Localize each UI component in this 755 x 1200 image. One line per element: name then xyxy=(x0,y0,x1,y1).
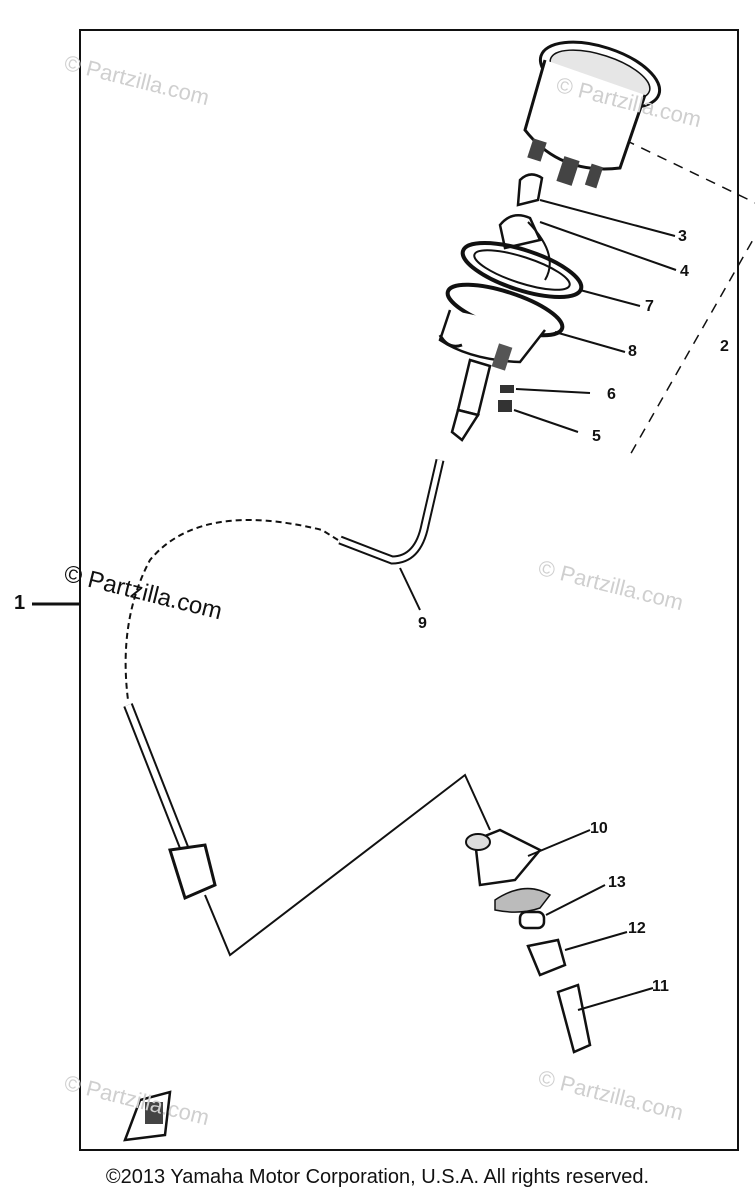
callout-2: 2 xyxy=(720,338,729,355)
callout-13: 13 xyxy=(608,874,626,891)
copyright-notice: ©2013 Yamaha Motor Corporation, U.S.A. A… xyxy=(105,1166,650,1188)
callout-10: 10 xyxy=(590,820,608,837)
callout-7: 7 xyxy=(645,298,654,315)
callout-1: 1 xyxy=(14,592,26,614)
bushing-part-12 xyxy=(526,931,628,977)
ring-part-7 xyxy=(460,241,641,307)
callout-12: 12 xyxy=(628,920,646,937)
cable-part-9 xyxy=(124,458,445,701)
callout-5: 5 xyxy=(592,428,601,445)
case-part-8 xyxy=(438,282,626,364)
frame-border xyxy=(79,29,739,1151)
speedometer-head xyxy=(523,40,662,189)
nut-part-5 xyxy=(498,400,579,433)
drive-fitting xyxy=(450,343,513,442)
socket-part-4 xyxy=(498,213,677,281)
callout-4: 4 xyxy=(680,263,689,280)
callout-6: 6 xyxy=(607,386,616,403)
callout-8: 8 xyxy=(628,343,637,360)
gear-part-13 xyxy=(494,884,606,930)
callout-9: 9 xyxy=(418,615,427,632)
callout-3: 3 xyxy=(678,228,687,245)
nut-part-6 xyxy=(500,385,591,394)
gear-shaft-part-11 xyxy=(556,983,654,1054)
lower-cable xyxy=(123,703,491,957)
bracket-2 xyxy=(624,139,755,456)
bulb-part-3 xyxy=(516,173,676,237)
callout-11: 11 xyxy=(652,978,669,995)
bracket-piece xyxy=(123,1090,172,1142)
housing-part-10 xyxy=(465,828,591,887)
